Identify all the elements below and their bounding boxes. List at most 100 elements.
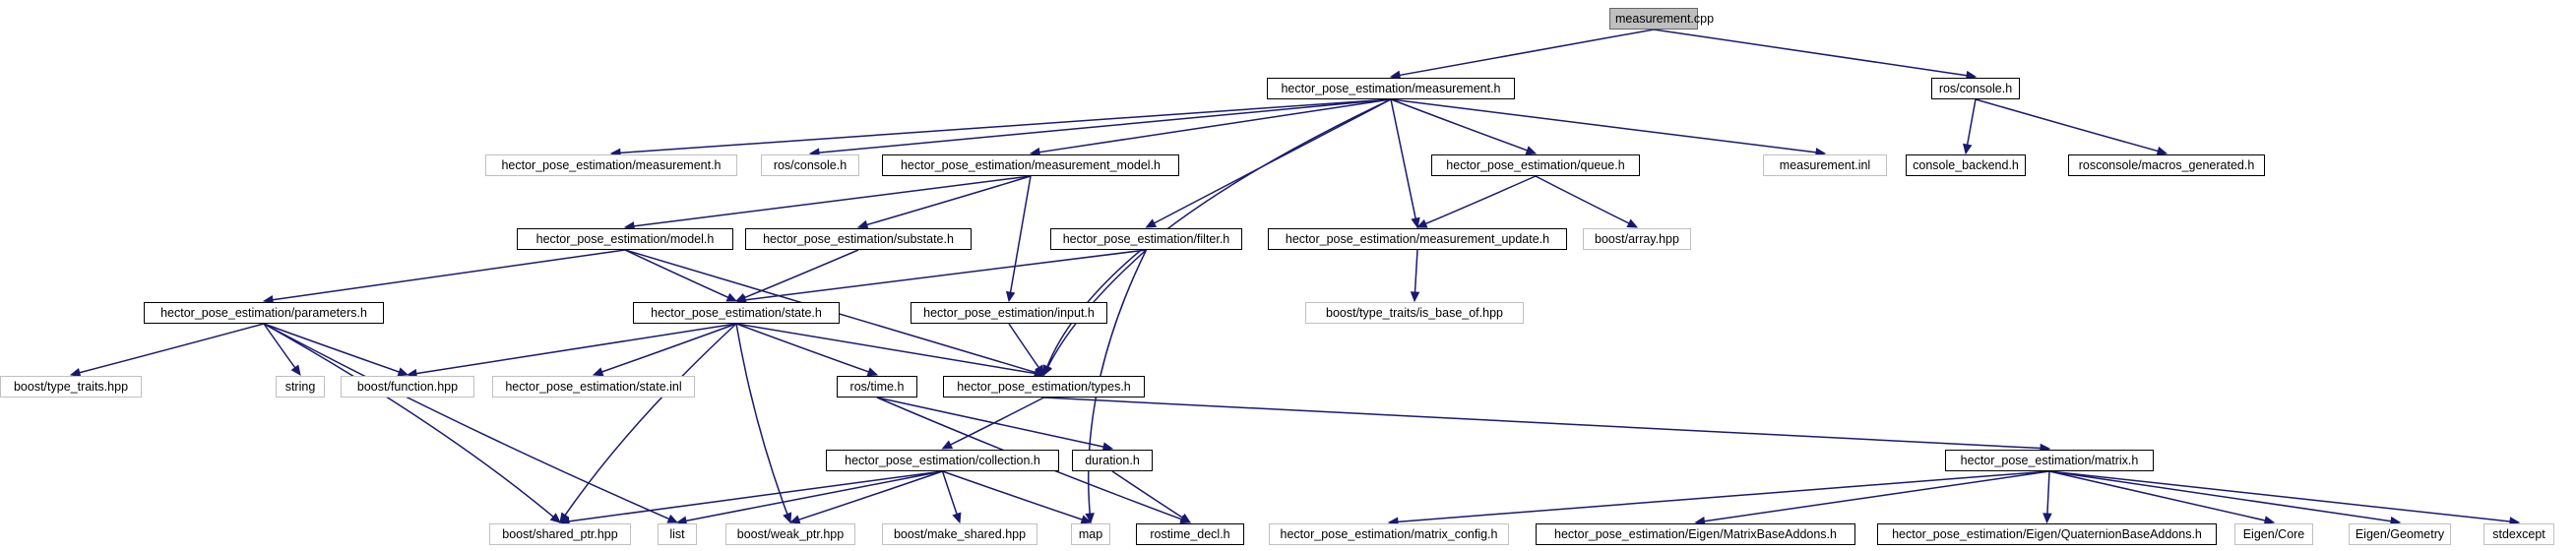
node-boost-function-hpp[interactable]: boost/function.hpp (341, 376, 474, 398)
edge-matrix_h-to-matrix_base_addons_h (1704, 470, 2050, 522)
edge-collection_h-to-map (942, 470, 1083, 520)
node-console-backend-h[interactable]: console_backend.h (1906, 154, 2026, 176)
edge-measurement_h-to-ext_measurement_h (619, 98, 1392, 154)
edge-matrix_h-to-quaternion_base_addons_h (2046, 470, 2050, 515)
edge-types_h-to-collection_h (950, 397, 1044, 446)
node-filter-h[interactable]: hector_pose_estimation/filter.h (1050, 228, 1242, 250)
arrowhead-types_h (1042, 364, 1053, 377)
arrowhead-weak_ptr_hpp (783, 512, 792, 524)
node-input-h[interactable]: hector_pose_estimation/input.h (911, 302, 1107, 324)
edge-substate_h-to-state_h (744, 249, 859, 299)
node-ext-ros-console-h[interactable]: ros/console.h (761, 154, 859, 176)
edge-parameters_h-to-type_traits_hpp (79, 323, 265, 374)
arrowhead-is_base_of_hpp (1410, 291, 1420, 303)
node-quaternion-base-addons-h[interactable]: hector_pose_estimation/Eigen/QuaternionB… (1877, 523, 2217, 545)
node-type-traits-hpp[interactable]: boost/type_traits.hpp (0, 376, 142, 398)
edge-matrix_h-to-eigen_geometry (2048, 470, 2392, 522)
arrowhead-weak_ptr_hpp (788, 515, 801, 524)
edge-queue_h-to-measurement_update_h (1424, 175, 1537, 225)
arrowhead-map (1085, 513, 1095, 524)
node-ros-time-h[interactable]: ros/time.h (837, 376, 917, 398)
node-stdexcept[interactable]: stdexcept (2483, 523, 2554, 545)
arrowhead-state_inl (592, 367, 604, 377)
edge-state_h-to-shared_ptr_hpp (564, 323, 737, 517)
node-string[interactable]: string (276, 376, 325, 398)
node-collection-h[interactable]: hector_pose_estimation/collection.h (826, 450, 1059, 471)
node-measurement-model-h[interactable]: hector_pose_estimation/measurement_model… (882, 154, 1179, 176)
node-state-inl[interactable]: hector_pose_estimation/state.inl (492, 376, 695, 398)
node-measurement-h[interactable]: hector_pose_estimation/measurement.h (1267, 78, 1515, 99)
arrowhead-boost_array_hpp (1626, 218, 1639, 228)
arrowhead-measurement_update_h (1411, 216, 1420, 229)
node-matrix-config-h[interactable]: hector_pose_estimation/matrix_config.h (1269, 523, 1509, 545)
arrowhead-boost_function_hpp (397, 367, 409, 377)
node-map[interactable]: map (1071, 523, 1110, 545)
arrowhead-substate_h (856, 219, 869, 229)
edge-measurement_cpp-to-ros_console_h (1653, 29, 1968, 77)
edge-measurement_cpp-to-measurement_h (1399, 29, 1655, 77)
edge-filter_h-to-state_h (744, 249, 1147, 301)
node-list[interactable]: list (658, 523, 697, 545)
edge-model_h-to-state_h (624, 249, 729, 298)
node-measurement-inl[interactable]: measurement.inl (1763, 154, 1887, 176)
node-state-h[interactable]: hector_pose_estimation/state.h (633, 302, 840, 324)
arrowhead-filter_h (1145, 218, 1158, 228)
arrowhead-rostime_decl_h (1179, 513, 1192, 523)
arrowhead-shared_ptr_hpp (549, 513, 561, 523)
edge-collection_h-to-shared_ptr_hpp (568, 470, 943, 522)
node-model-h[interactable]: hector_pose_estimation/model.h (517, 228, 733, 250)
edge-queue_h-to-boost_array_hpp (1535, 175, 1630, 224)
arrowhead-ros_time_h (866, 367, 879, 377)
node-make-shared-hpp[interactable]: boost/make_shared.hpp (882, 523, 1037, 545)
node-matrix-h[interactable]: hector_pose_estimation/matrix.h (1945, 450, 2154, 471)
node-parameters-h[interactable]: hector_pose_estimation/parameters.h (144, 302, 384, 324)
node-weak-ptr-hpp[interactable]: boost/weak_ptr.hpp (725, 523, 855, 545)
edge-parameters_h-to-list (263, 323, 670, 520)
edge-state_h-to-ros_time_h (735, 323, 869, 373)
node-queue-h[interactable]: hector_pose_estimation/queue.h (1431, 154, 1640, 176)
node-ros-console-h[interactable]: ros/console.h (1931, 78, 2020, 99)
node-measurement-update-h[interactable]: hector_pose_estimation/measurement_updat… (1268, 228, 1567, 250)
arrowhead-measurement_update_h (1415, 218, 1428, 228)
arrowhead-types_h (1035, 364, 1045, 377)
arrowhead-quaternion_base_addons_h (2042, 513, 2052, 524)
node-rostime-decl-h[interactable]: rostime_decl.h (1136, 523, 1244, 545)
arrowhead-list (666, 514, 679, 523)
node-shared-ptr-hpp[interactable]: boost/shared_ptr.hpp (489, 523, 631, 545)
arrowhead-macros_generated_h (2156, 146, 2168, 156)
edge-input_h-to-types_h (1008, 323, 1039, 369)
edge-ros_console_h-to-macros_generated_h (1975, 98, 2159, 153)
edge-model_h-to-parameters_h (272, 249, 626, 301)
edge-measurement_h-to-ext_ros_console_h (818, 98, 1392, 153)
arrowhead-state_h (725, 292, 738, 302)
node-eigen-geometry[interactable]: Eigen/Geometry (2349, 523, 2451, 545)
edge-measurement_model_h-to-input_h (1009, 175, 1032, 293)
node-substate-h[interactable]: hector_pose_estimation/substate.h (745, 228, 972, 250)
node-macros-generated-h[interactable]: rosconsole/macros_generated.h (2068, 154, 2265, 176)
arrowhead-input_h (1005, 290, 1016, 303)
edge-state_h-to-boost_function_hpp (415, 323, 737, 375)
edge-measurement_model_h-to-substate_h (866, 175, 1032, 226)
node-duration-h[interactable]: duration.h (1072, 450, 1153, 471)
edge-types_h-to-matrix_h (1043, 397, 2042, 450)
arrowhead-eigen_core (2263, 516, 2276, 525)
edge-measurement_model_h-to-model_h (633, 175, 1032, 227)
arrowhead-map (1080, 515, 1093, 524)
node-matrix-base-addons-h[interactable]: hector_pose_estimation/Eigen/MatrixBaseA… (1536, 523, 1855, 545)
node-ext-measurement-h[interactable]: hector_pose_estimation/measurement.h (485, 154, 737, 176)
node-types-h[interactable]: hector_pose_estimation/types.h (943, 376, 1145, 398)
edge-matrix_h-to-matrix_config_h (1397, 470, 2050, 523)
node-eigen-core[interactable]: Eigen/Core (2234, 523, 2313, 545)
edge-ros_time_h-to-duration_h (876, 397, 1104, 448)
edge-state_h-to-weak_ptr_hpp (735, 323, 788, 515)
node-measurement-cpp[interactable]: measurement.cpp (1609, 8, 1714, 30)
edge-measurement_update_h-to-is_base_of_hpp (1414, 249, 1418, 293)
arrowhead-make_shared_hpp (952, 512, 962, 524)
node-boost-array-hpp[interactable]: boost/array.hpp (1583, 228, 1691, 250)
arrowhead-console_backend_h (1963, 143, 1973, 155)
node-is-base-of-hpp[interactable]: boost/type_traits/is_base_of.hpp (1305, 302, 1524, 324)
edge-parameters_h-to-boost_function_hpp (263, 323, 400, 373)
arrowhead-type_traits_hpp (69, 367, 82, 378)
arrowhead-collection_h (941, 440, 954, 450)
